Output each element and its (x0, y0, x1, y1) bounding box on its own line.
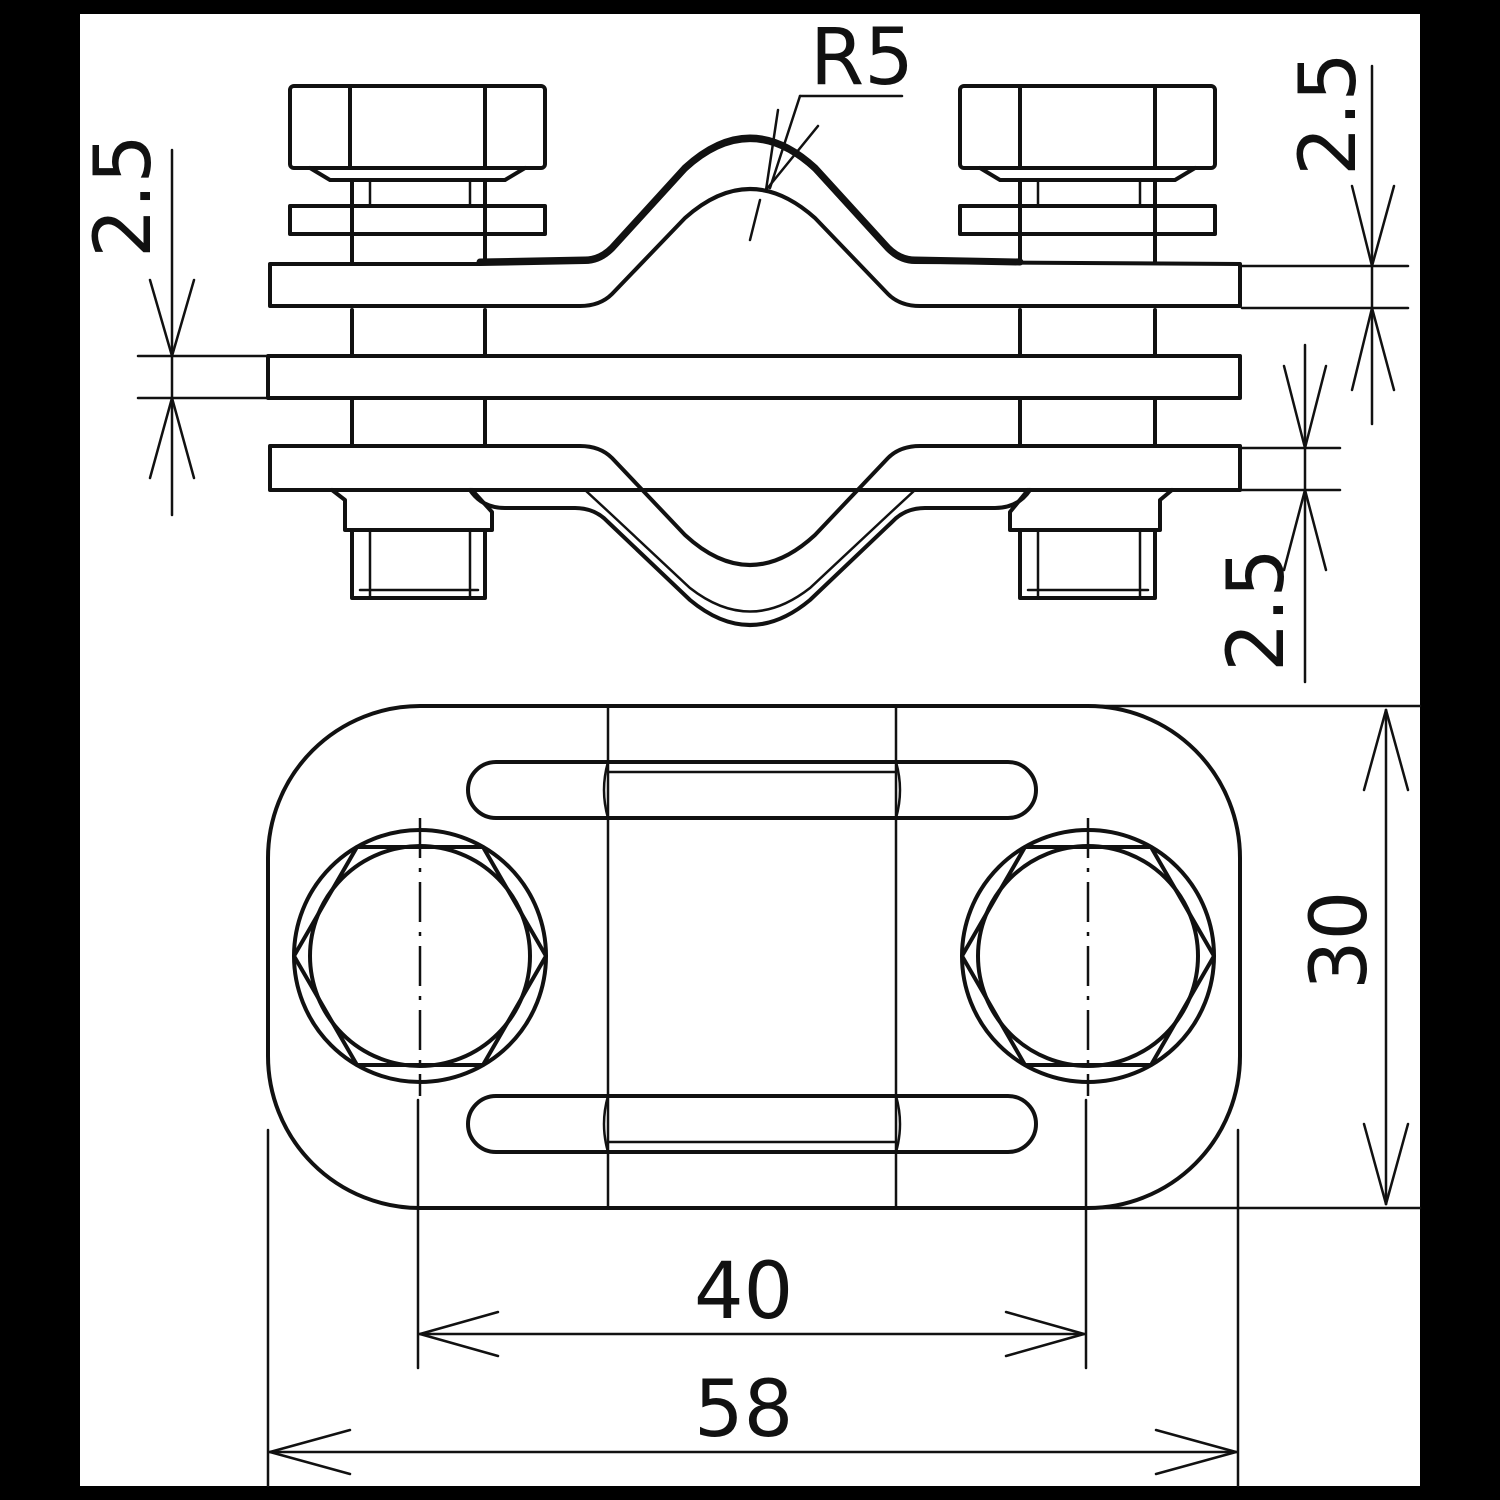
left-hex-bolt (292, 818, 548, 1096)
right-washer (958, 204, 1217, 236)
height-label: 30 (1295, 891, 1385, 990)
right-hex-bolt (960, 818, 1216, 1096)
left-thread-end (330, 488, 494, 600)
top-saddle-thick-edge (476, 134, 1024, 266)
right-bolt-shank (1018, 178, 1157, 448)
upper-slot (466, 760, 1038, 820)
bottom-saddle (468, 488, 1032, 627)
overall-width-dim (266, 1128, 1240, 1488)
middle-plate (266, 354, 1242, 400)
left-washer (288, 204, 547, 236)
hole-spacing-label: 40 (694, 1247, 793, 1337)
left-bolt-head (288, 84, 547, 182)
side-view: R5 2.5 2.5 (79, 13, 1410, 684)
height-dim (1088, 704, 1422, 1210)
right-bottom-thickness-dim (1240, 343, 1342, 684)
left-thickness-label: 2.5 (79, 134, 169, 258)
right-top-thickness-dim (1240, 64, 1410, 426)
base-plate (266, 704, 1242, 1210)
radius-label: R5 (810, 13, 914, 103)
overall-width-label: 58 (694, 1365, 793, 1455)
radius-leader (748, 94, 904, 242)
bottom-clamp-plate (268, 444, 1242, 567)
right-bottom-thickness-label: 2.5 (1212, 548, 1302, 672)
lower-slot (466, 1094, 1038, 1154)
bottom-saddle-inner (583, 488, 917, 613)
right-thread-end (1008, 488, 1174, 600)
left-thickness-dim (136, 148, 268, 517)
right-top-thickness-label: 2.5 (1284, 52, 1374, 176)
right-bolt-head (958, 84, 1217, 182)
hole-spacing-dim (416, 1098, 1088, 1370)
slot-crease-lines (602, 760, 902, 1154)
left-bolt-shank (350, 178, 487, 448)
top-view: 30 40 58 (266, 704, 1422, 1488)
